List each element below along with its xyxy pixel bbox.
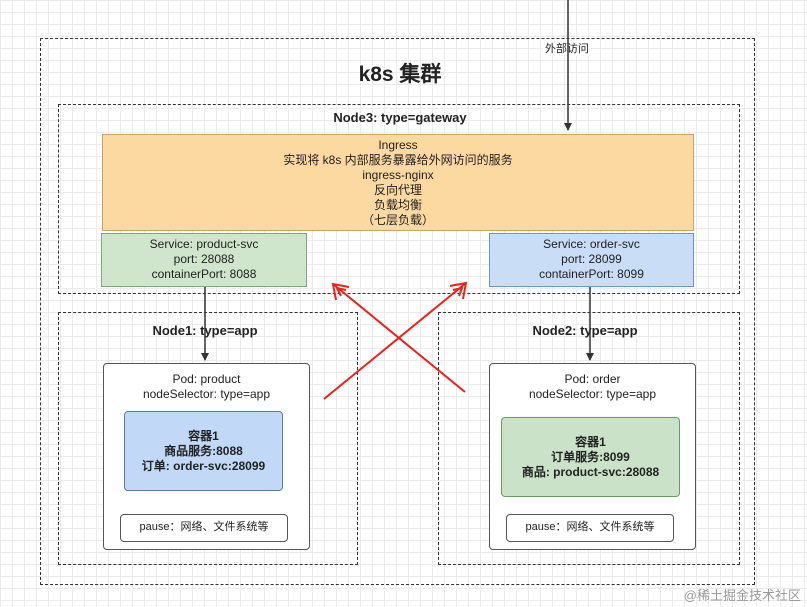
- node2-boundary: [438, 312, 740, 565]
- node1-boundary: [58, 312, 358, 565]
- pod-line: Pod: order: [564, 372, 621, 386]
- service-product-box: Service: product-svc port: 28088 contain…: [101, 233, 307, 287]
- container-line: 订单: order-svc:28099: [141, 459, 266, 473]
- pod-line: Pod: product: [172, 372, 241, 386]
- ingress-line: 实现将 k8s 内部服务暴露给外网访问的服务: [283, 153, 513, 167]
- ingress-line: Ingress: [378, 138, 418, 152]
- cross-arrow-right-head-inner: [452, 286, 464, 297]
- container-line: 订单服务:8099: [551, 450, 630, 464]
- container-line: 容器1: [575, 435, 606, 449]
- container-order: 容器1 订单服务:8099 商品: product-svc:28088: [501, 417, 680, 497]
- container-product: 容器1 商品服务:8088 订单: order-svc:28099: [124, 411, 283, 491]
- cross-arrow-left-head-inner: [335, 286, 347, 297]
- ingress-line: 负载均衡: [373, 198, 422, 212]
- container-line: 商品服务:8088: [164, 444, 243, 458]
- service-line: port: 28099: [561, 252, 622, 266]
- node3-title: Node3: type=gateway: [333, 110, 467, 125]
- k8s-cluster-boundary: [40, 38, 755, 585]
- service-line: Service: order-svc: [543, 237, 640, 251]
- container-line: 商品: product-svc:28088: [521, 465, 660, 479]
- node2-title: Node2: type=app: [532, 323, 638, 338]
- external-access-label: 外部访问: [543, 40, 591, 56]
- cross-arrows: [323, 281, 468, 400]
- container-line: 容器1: [188, 429, 219, 443]
- service-line: Service: product-svc: [149, 237, 259, 251]
- service-line: port: 28088: [173, 252, 235, 266]
- cross-arrow-right-shaft: [323, 282, 467, 400]
- cluster-title: k8s 集群: [358, 63, 442, 86]
- pause-container-node2: pause：网络、文件系统等: [506, 514, 674, 542]
- pause-container-node1: pause：网络、文件系统等: [120, 514, 288, 542]
- cross-arrow-right-head: [449, 281, 468, 300]
- service-line: containerPort: 8099: [539, 267, 644, 281]
- ingress-line: （七层负载）: [361, 213, 434, 227]
- ingress-line: 反向代理: [373, 183, 422, 197]
- node3-boundary: [58, 104, 740, 294]
- ingress-line: ingress-nginx: [362, 168, 434, 182]
- cross-arrow-left-head: [331, 282, 350, 301]
- pod-line: nodeSelector: type=app: [528, 387, 657, 401]
- service-order-box: Service: order-svc port: 28099 container…: [489, 233, 694, 287]
- pod-line: nodeSelector: type=app: [142, 387, 271, 401]
- service-line: containerPort: 8088: [151, 267, 257, 281]
- watermark: @稀土掘金技术社区: [683, 588, 801, 603]
- ingress-box: Ingress 实现将 k8s 内部服务暴露给外网访问的服务 ingress-n…: [102, 134, 694, 231]
